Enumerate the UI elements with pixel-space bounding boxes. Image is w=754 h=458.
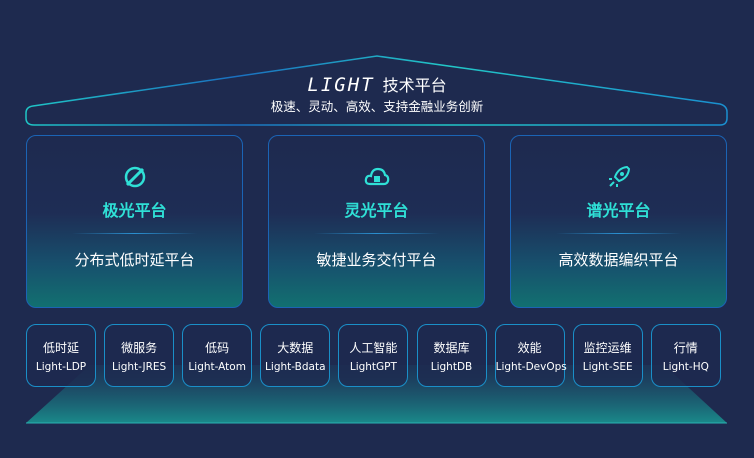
module-card[interactable]: 大数据 Light-Bdata	[260, 324, 331, 387]
module-card[interactable]: 效能 Light-DevOps	[494, 324, 567, 387]
module-product: Light-HQ	[662, 361, 709, 373]
rocket-icon	[511, 164, 726, 190]
module-card[interactable]: 低码 Light-Atom	[182, 324, 253, 387]
module-card[interactable]: 行情 Light-HQ	[650, 324, 721, 387]
module-product: Light-LDP	[35, 361, 87, 373]
aurora-icon	[27, 164, 242, 190]
divider	[314, 233, 439, 234]
module-card[interactable]: 监控运维 Light-SEE	[572, 324, 643, 387]
cloud-icon	[269, 164, 484, 190]
module-name: 微服务	[121, 341, 158, 355]
module-name: 大数据	[277, 341, 314, 355]
roof-title: LIGHT 技术平台	[0, 72, 754, 96]
module-name: 低码	[205, 341, 230, 355]
title-text: 技术平台	[382, 76, 447, 95]
module-name: 数据库	[433, 341, 470, 355]
module-card[interactable]: 人工智能 LightGPT	[338, 324, 409, 387]
platform-desc: 敏捷业务交付平台	[316, 251, 437, 269]
module-product: Light-SEE	[582, 361, 633, 373]
module-product: Light-JRES	[111, 361, 167, 373]
platform-card-aurora[interactable]: 极光平台 分布式低时延平台	[26, 135, 243, 308]
module-name: 效能	[517, 341, 542, 355]
module-card[interactable]: 数据库 LightDB	[416, 324, 487, 387]
module-name: 行情	[673, 341, 698, 355]
divider	[72, 233, 197, 234]
platform-name: 极光平台	[102, 201, 167, 220]
platform-card-rocket[interactable]: 谱光平台 高效数据编织平台	[510, 135, 727, 308]
platform-name: 灵光平台	[344, 201, 409, 220]
module-card[interactable]: 低时延 Light-LDP	[26, 324, 96, 387]
roof-subtitle: 极速、灵动、高效、支持金融业务创新	[270, 99, 484, 114]
module-product: Light-Atom	[188, 361, 246, 373]
brand-logo: LIGHT	[307, 74, 375, 96]
module-name: 人工智能	[349, 341, 398, 355]
module-name: 低时延	[42, 341, 79, 355]
platform-desc: 分布式低时延平台	[74, 251, 195, 269]
platform-card-cloud[interactable]: 灵光平台 敏捷业务交付平台	[268, 135, 485, 308]
module-product: LightDB	[430, 361, 473, 373]
roof-outline	[25, 55, 728, 126]
module-product: Light-DevOps	[495, 361, 567, 373]
platform-desc: 高效数据编织平台	[558, 251, 679, 269]
module-name: 监控运维	[583, 341, 632, 355]
platform-name: 谱光平台	[586, 201, 651, 220]
divider	[556, 233, 681, 234]
module-product: Light-Bdata	[265, 361, 326, 373]
module-product: LightGPT	[349, 361, 397, 373]
module-card[interactable]: 微服务 Light-JRES	[104, 324, 175, 387]
